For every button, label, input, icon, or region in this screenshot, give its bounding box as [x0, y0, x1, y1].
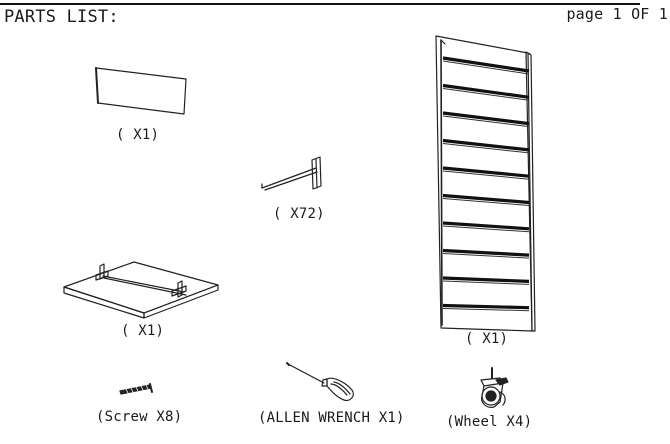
- slat-edge: [442, 88, 530, 101]
- slat-groove: [442, 276, 530, 283]
- screw-drawing: [119, 383, 153, 395]
- wrench-caption: (ALLEN WRENCH X1): [258, 410, 405, 426]
- slat-edge: [442, 60, 530, 75]
- panel-card-caption: ( X1): [116, 127, 160, 143]
- slatwall-slat-edges: [442, 60, 530, 312]
- base-drawing: [63, 261, 219, 319]
- slat-groove: [442, 193, 530, 205]
- page-title: PARTS LIST:: [4, 7, 119, 27]
- slat-edge: [442, 308, 530, 312]
- slat-groove: [442, 138, 530, 152]
- slatwall-slats: [442, 56, 530, 310]
- slat-edge: [442, 170, 530, 180]
- slat-groove: [442, 166, 530, 178]
- wrench-drawing: [286, 362, 354, 401]
- wheel-drawing: [480, 367, 509, 408]
- slat-groove: [442, 56, 530, 73]
- slat-edge: [442, 115, 530, 128]
- slatwall-caption: ( X1): [465, 331, 509, 347]
- slat-edge: [442, 280, 530, 285]
- base-caption: ( X1): [121, 323, 165, 339]
- slat-edge: [442, 253, 530, 259]
- slat-groove: [442, 83, 530, 99]
- slat-edge: [442, 143, 530, 154]
- slat-groove: [442, 111, 530, 126]
- page-number: page 1 OF 1: [566, 5, 668, 23]
- hook-drawing: [261, 156, 322, 191]
- slat-groove: [442, 303, 530, 310]
- slatwall-drawing: [435, 35, 536, 332]
- hook-caption: ( X72): [273, 206, 325, 222]
- screw-caption: (Screw X8): [96, 409, 183, 425]
- panel-card-drawing: [95, 67, 187, 115]
- header-rule: [0, 3, 640, 5]
- slat-edge: [442, 225, 530, 233]
- wheel-caption: (Wheel X4): [446, 414, 533, 430]
- slat-groove: [442, 248, 530, 257]
- slat-edge: [442, 198, 530, 206]
- slat-groove: [442, 221, 530, 231]
